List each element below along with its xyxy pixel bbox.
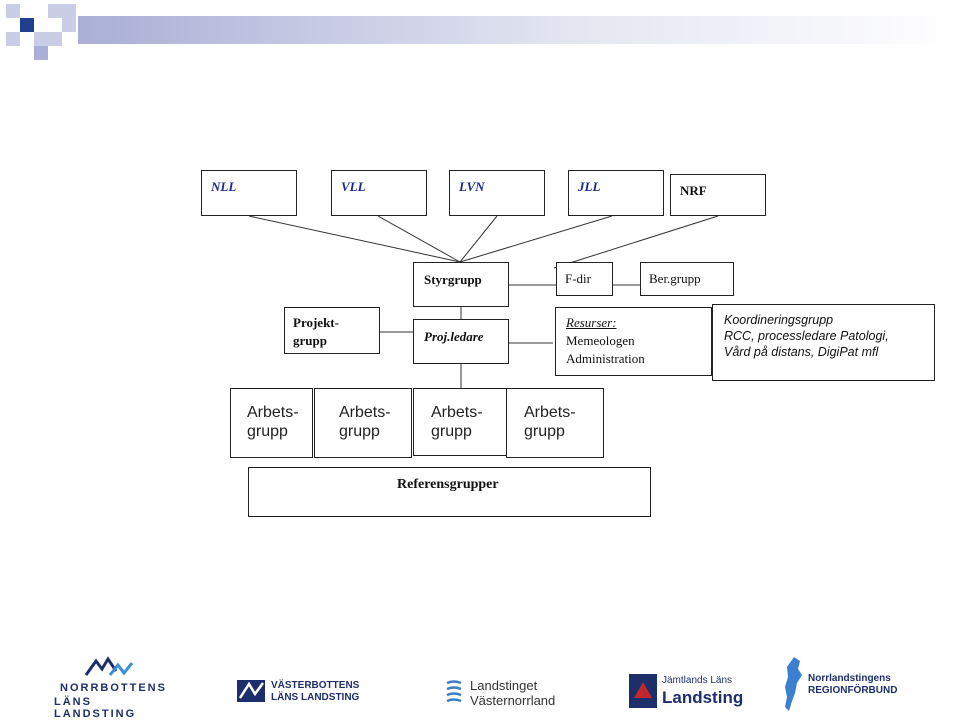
norrbotten-emblem-icon bbox=[84, 656, 134, 676]
logo-jamtland-line1: Jämtlands Läns bbox=[662, 675, 733, 686]
logo-vasternorrland: Landstinget Västernorrland bbox=[445, 677, 565, 711]
node-arbetsgrupp-label-2: grupp bbox=[339, 423, 380, 440]
node-nll: NLL bbox=[201, 170, 297, 216]
sweden-map-icon bbox=[785, 657, 802, 711]
node-projektgrupp-label-1: Projekt- bbox=[293, 315, 339, 330]
logo-jamtland: Jämtlands Läns Landsting bbox=[629, 672, 743, 712]
node-resurser-title: Resurser: bbox=[566, 315, 617, 330]
header-decoration bbox=[0, 0, 960, 60]
logo-vasternorrland-line1: Landstinget bbox=[470, 678, 538, 693]
logo-nrf-line1: Norrlandstingens bbox=[808, 673, 891, 684]
node-koordineringsgrupp: Koordineringsgrupp RCC, processledare Pa… bbox=[712, 304, 935, 381]
header-squares-graphic bbox=[6, 4, 960, 60]
node-fdir: F-dir bbox=[556, 262, 613, 296]
node-vll: VLL bbox=[331, 170, 427, 216]
vasternorrland-emblem-icon bbox=[446, 680, 462, 703]
node-nrf-label: NRF bbox=[680, 183, 707, 198]
node-lvn: LVN bbox=[449, 170, 545, 216]
node-lvn-label: LVN bbox=[459, 179, 485, 194]
node-jll: JLL bbox=[568, 170, 664, 216]
node-arbetsgrupp-4: Arbets- grupp bbox=[506, 388, 604, 458]
node-bergrupp-label: Ber.grupp bbox=[649, 271, 701, 286]
logo-vasterbotten: VÄSTERBOTTENS LÄNS LANDSTING bbox=[237, 678, 372, 708]
node-arbetsgrupp-label-1: Arbets- bbox=[524, 404, 576, 421]
jamtland-emblem-icon bbox=[629, 674, 657, 708]
node-vll-label: VLL bbox=[341, 179, 366, 194]
node-arbetsgrupp-label-1: Arbets- bbox=[339, 404, 391, 421]
node-arbetsgrupp-2: Arbets- grupp bbox=[314, 388, 412, 458]
node-fdir-label: F-dir bbox=[565, 271, 591, 286]
node-nll-label: NLL bbox=[211, 179, 237, 194]
node-referensgrupper-label: Referensgrupper bbox=[397, 477, 499, 492]
node-koordinering-line: Koordineringsgrupp bbox=[724, 313, 834, 327]
logo-vasterbotten-line1: VÄSTERBOTTENS bbox=[271, 680, 360, 691]
node-resurser: Resurser: Memeologen Administration bbox=[555, 307, 712, 376]
logo-jamtland-line2: Landsting bbox=[662, 688, 744, 707]
node-referensgrupper: Referensgrupper bbox=[248, 467, 651, 517]
node-projektgrupp-label-2: grupp bbox=[293, 333, 327, 348]
node-styrgrupp: Styrgrupp bbox=[413, 262, 509, 307]
node-arbetsgrupp-label-1: Arbets- bbox=[247, 404, 299, 421]
node-arbetsgrupp-label-2: grupp bbox=[431, 423, 472, 440]
node-arbetsgrupp-label-2: grupp bbox=[247, 423, 288, 440]
logo-norrbotten-line2: LÄNS LANDSTING bbox=[54, 696, 137, 720]
node-koordinering-line: Vård på distans, DigiPat mfl bbox=[724, 345, 879, 359]
node-arbetsgrupp-label-2: grupp bbox=[524, 423, 565, 440]
node-resurser-item: Memeologen bbox=[566, 333, 635, 348]
vasterbotten-emblem-icon bbox=[237, 680, 265, 702]
logo-norrbotten-line1: NORRBOTTENS bbox=[60, 682, 167, 694]
node-arbetsgrupp-label-1: Arbets- bbox=[431, 404, 483, 421]
node-bergrupp: Ber.grupp bbox=[640, 262, 734, 296]
node-resurser-item: Administration bbox=[566, 351, 645, 366]
node-nrf: NRF bbox=[670, 174, 766, 216]
logo-norrbotten: NORRBOTTENS LÄNS LANDSTING bbox=[52, 655, 170, 720]
node-projledare-label: Proj.ledare bbox=[424, 329, 484, 344]
logo-nrf: Norrlandstingens REGIONFÖRBUND bbox=[780, 655, 915, 713]
logo-vasterbotten-line2: LÄNS LANDSTING bbox=[271, 692, 360, 703]
node-koordinering-line: RCC, processledare Patologi, bbox=[724, 329, 889, 343]
node-projledare: Proj.ledare bbox=[413, 319, 509, 364]
node-arbetsgrupp-1: Arbets- grupp bbox=[230, 388, 313, 458]
logo-vasternorrland-line2: Västernorrland bbox=[470, 693, 556, 708]
node-projektgrupp: Projekt- grupp bbox=[284, 307, 380, 354]
node-jll-label: JLL bbox=[578, 179, 601, 194]
node-styrgrupp-label: Styrgrupp bbox=[424, 272, 482, 287]
logo-nrf-line2: REGIONFÖRBUND bbox=[808, 685, 898, 696]
node-arbetsgrupp-3: Arbets- grupp bbox=[413, 388, 507, 456]
